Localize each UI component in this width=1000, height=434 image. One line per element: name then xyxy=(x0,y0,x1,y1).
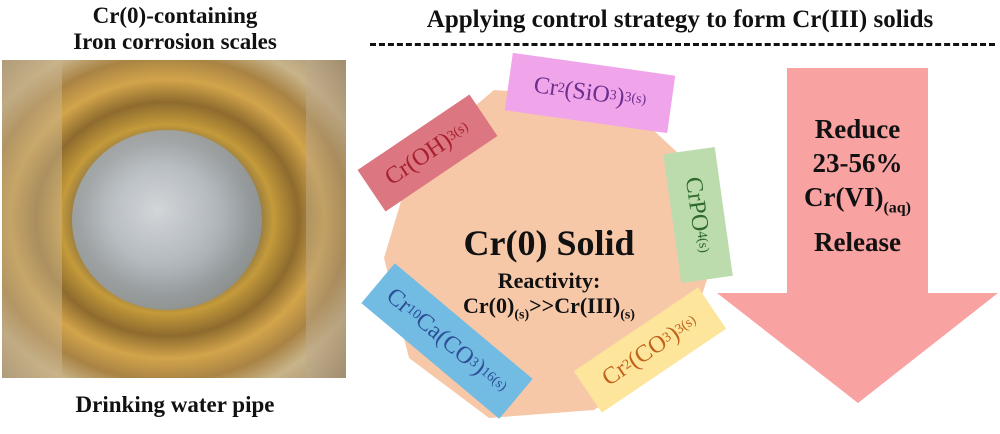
arrow-line1: Reduce xyxy=(814,114,901,144)
photo-caption: Drinking water pipe xyxy=(75,392,275,417)
formula-subscript: (s) xyxy=(620,307,635,323)
arrow-line3-main: Cr(VI) xyxy=(803,182,884,212)
formula-text: >>Cr(III) xyxy=(529,293,621,318)
photo-box-right xyxy=(306,60,346,378)
photo-title-line1: Cr(0)-containing xyxy=(92,3,258,28)
down-arrow-icon xyxy=(717,68,998,403)
photo-box-left xyxy=(2,60,62,378)
pipe-interior xyxy=(72,130,262,310)
formula-subscript: (s) xyxy=(514,307,530,323)
arrow-line3: Cr(VI)(aq) xyxy=(787,180,928,225)
arrow-line4: Release xyxy=(814,227,901,258)
reactivity-label: Reactivity: xyxy=(497,268,601,293)
reactivity-formula: Cr(0)(s)>>Cr(III)(s) xyxy=(384,293,714,323)
photo-title-line2: Iron corrosion scales xyxy=(73,29,277,54)
pipe-photo xyxy=(2,60,346,378)
arrow-line2: 23-56% xyxy=(812,148,903,178)
formula-text: Cr(0) xyxy=(463,293,515,318)
center-title: Cr(0) Solid xyxy=(463,223,635,263)
arrow-line3-sub: (aq) xyxy=(883,199,912,217)
strategy-title: Applying control strategy to form Cr(III… xyxy=(426,6,934,33)
dashed-divider xyxy=(370,43,995,46)
arrow-text: Reduce 23-56% Cr(VI)(aq) Release xyxy=(787,112,928,259)
